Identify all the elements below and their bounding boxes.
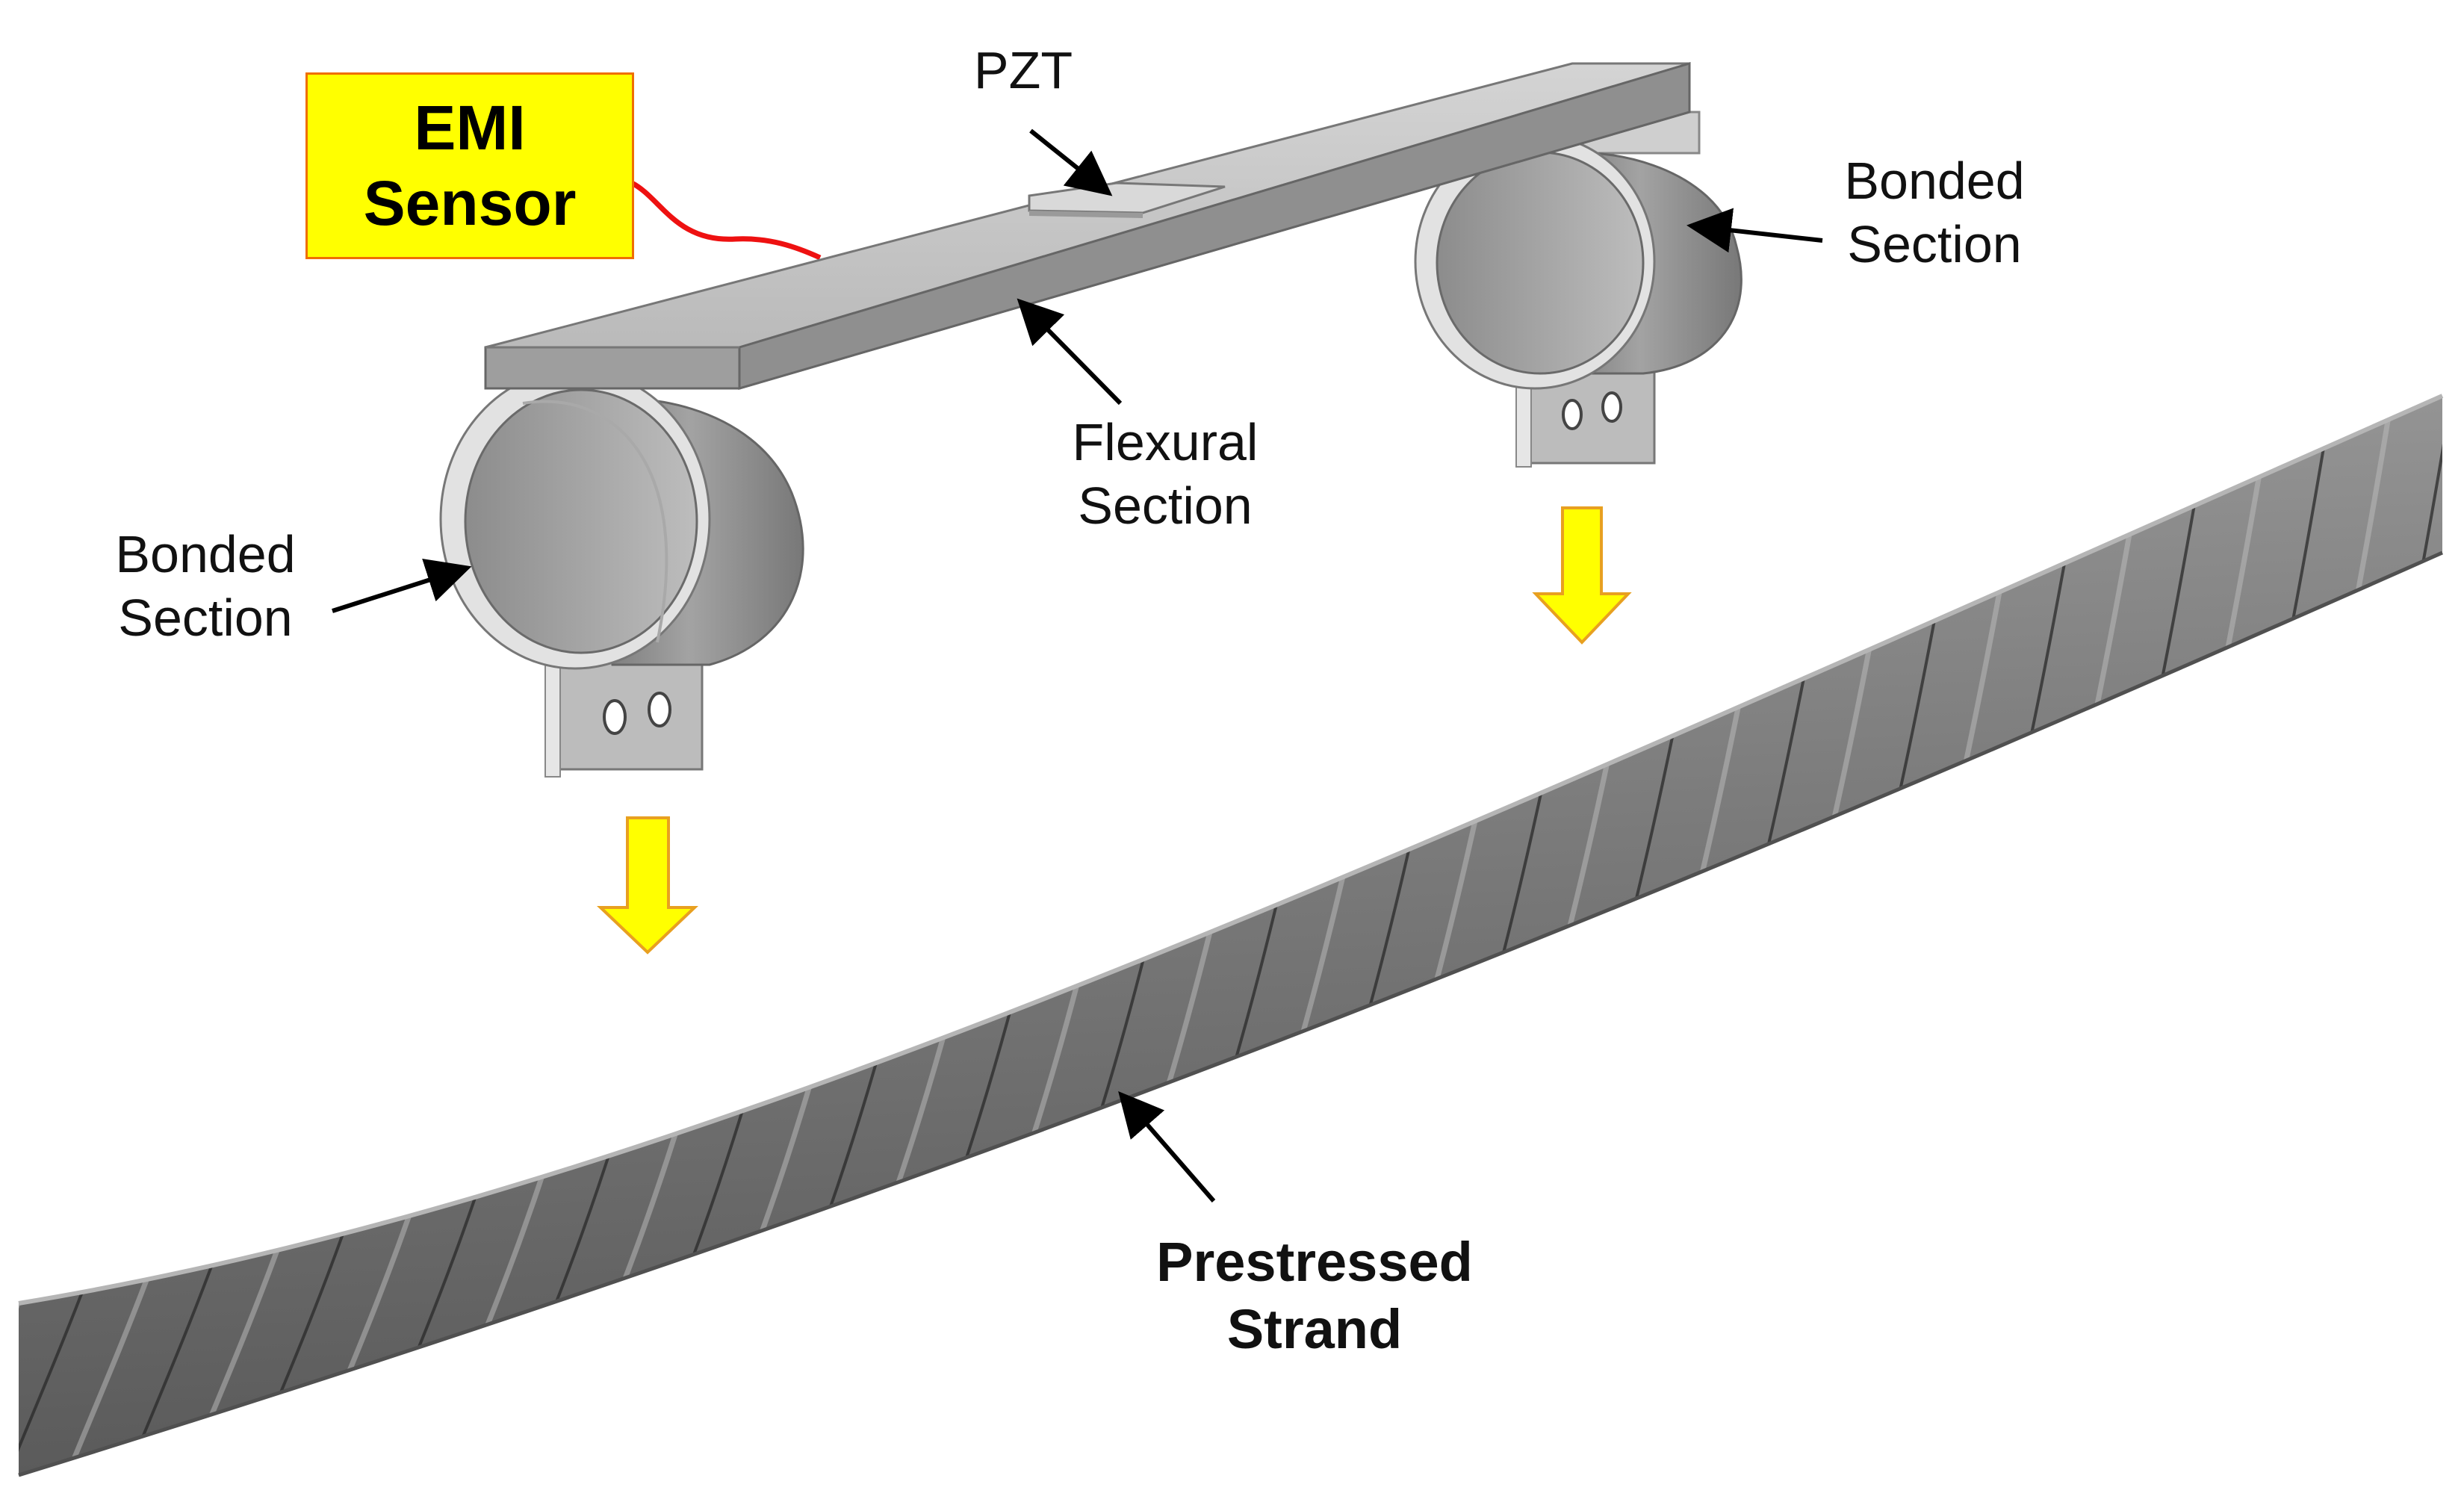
pzt-label: PZT: [973, 41, 1073, 99]
strand-wire-line: [0, 314, 15, 1494]
bonded-right-leader-arrow: [1686, 208, 1823, 253]
strand-wire-line: [1791, 396, 2108, 1475]
sensor-cable: [630, 180, 822, 261]
install-arrow-right: [1532, 506, 1632, 645]
strand-wire-line: [1849, 396, 2169, 1475]
right-bonded-clamp: [1414, 111, 1743, 468]
bonded-left-leader-arrow: [332, 559, 472, 613]
emi-sensor-line2: Sensor: [363, 168, 577, 238]
emi-sensor-line1: EMI: [414, 93, 526, 164]
bonded-section-right-label: Bonded Section: [1844, 152, 2025, 274]
strand-wire-line: [1672, 396, 1988, 1475]
flexural-section-label: Flexural Section: [1072, 413, 1259, 536]
leader-arrows: [332, 128, 1823, 1203]
strand-wire-line: [1610, 396, 1930, 1475]
bonded-section-left-label: Bonded Section: [115, 525, 296, 648]
strand-wire-line: [1911, 396, 2227, 1475]
emi-sensor-box: EMI Sensor: [305, 72, 634, 259]
pzt-leader-arrow: [1029, 128, 1113, 196]
strand-leader-arrow: [1118, 1090, 1216, 1203]
strand-wire-line: [1730, 396, 2049, 1475]
install-arrow-left: [597, 816, 698, 955]
prestressed-strand-label: Prestressed Strand: [1156, 1231, 1473, 1361]
left-bonded-clamp: [439, 346, 804, 778]
flexural-leader-arrow: [1017, 298, 1123, 406]
strand-wire-line: [2450, 314, 2464, 1494]
